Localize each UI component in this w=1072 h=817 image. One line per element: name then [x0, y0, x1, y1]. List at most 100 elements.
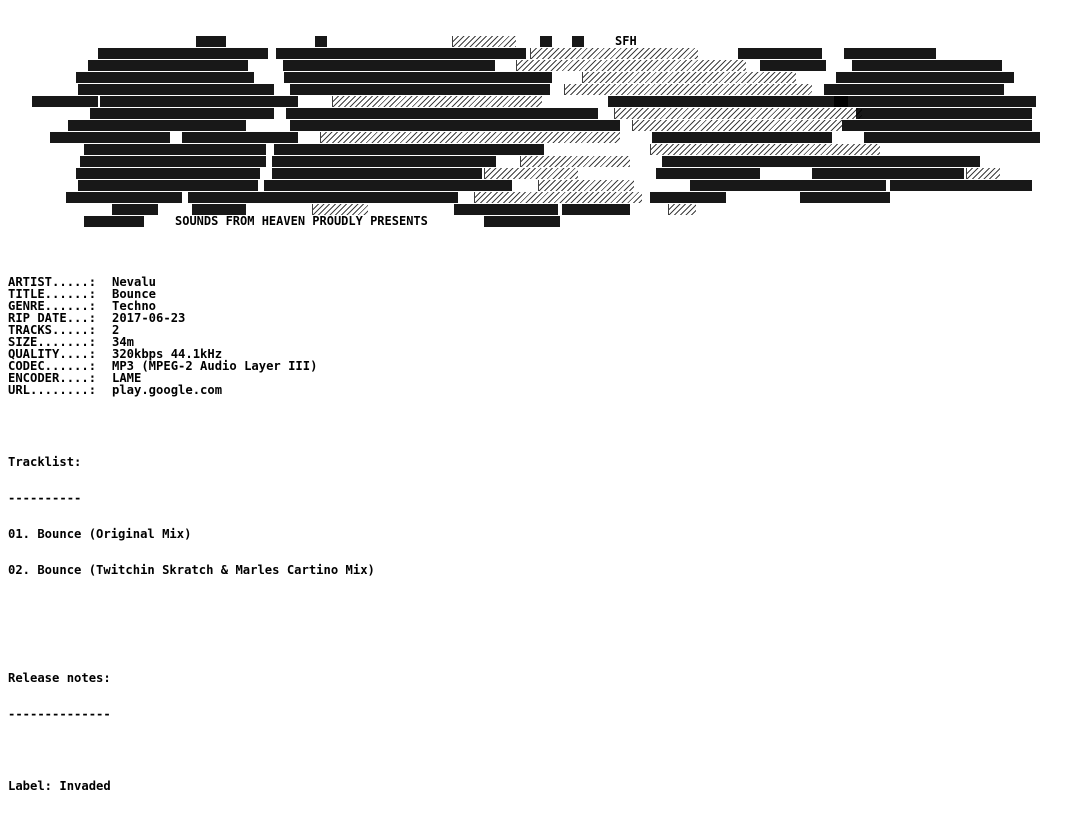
- field-row: URL........: play.google.com: [8, 384, 375, 396]
- ascii-art-glyph-run: [290, 84, 550, 95]
- release-notes-heading: Release notes:: [8, 671, 111, 685]
- ascii-art-glyph-run: [538, 180, 634, 191]
- ascii-art-glyph-run: [656, 168, 760, 179]
- tracklist-underline: ----------: [8, 491, 82, 505]
- field-key: SIZE.......:: [8, 335, 97, 349]
- ascii-art-glyph-run: [582, 72, 796, 83]
- field-key: ARTIST.....:: [8, 275, 97, 289]
- ascii-art-glyph-run: [32, 96, 98, 107]
- ascii-art-glyph-run: [283, 60, 495, 71]
- ascii-art-glyph-run: [632, 120, 842, 131]
- field-row: TRACKS.....:2: [8, 324, 375, 336]
- field-row: GENRE......: Techno: [8, 300, 375, 312]
- ascii-art-glyph-run: [90, 108, 274, 119]
- field-row: QUALITY....: 320kbps 44.1kHz: [8, 348, 375, 360]
- field-key: CODEC......:: [8, 359, 97, 373]
- ascii-art-glyph-run: [572, 36, 584, 47]
- field-value: LAME: [112, 371, 142, 385]
- ascii-art-glyph-run: [276, 48, 526, 59]
- ascii-art-glyph-run: [68, 120, 246, 131]
- field-row: SIZE.......: 34m: [8, 336, 375, 348]
- field-key: RIP DATE...:: [8, 311, 97, 325]
- release-notes-underline: --------------: [8, 707, 111, 721]
- field-key: GENRE......:: [8, 299, 97, 313]
- field-value: MP3 (MPEG-2 Audio Layer III): [112, 359, 318, 373]
- ascii-art-glyph-run: [484, 216, 560, 227]
- ascii-art-glyph-run: [530, 48, 698, 59]
- ascii-art-glyph-run: [196, 36, 226, 47]
- ascii-art-glyph-run: [484, 168, 578, 179]
- label-line: Label: Invaded: [8, 779, 111, 793]
- ascii-art-glyph-run: [192, 204, 246, 215]
- ascii-art-glyph-run: [608, 96, 848, 107]
- field-key: QUALITY....:: [8, 347, 97, 361]
- field-key: TITLE......:: [8, 287, 97, 301]
- field-value: Techno: [112, 299, 157, 313]
- field-row: CODEC......: MP3 (MPEG-2 Audio Layer III): [8, 360, 375, 372]
- ascii-art-glyph-run: [284, 72, 552, 83]
- field-value: 320kbps 44.1kHz: [112, 347, 223, 361]
- track-item: 01. Bounce (Original Mix): [8, 527, 192, 541]
- field-value: Bounce: [112, 287, 157, 301]
- ascii-art-glyph-run: [662, 156, 958, 167]
- ascii-art-glyph-run: [856, 108, 1032, 119]
- ascii-art-glyph-run: [836, 72, 1014, 83]
- ascii-art-glyph-run: [516, 60, 746, 71]
- ascii-art-glyph-run: [454, 204, 558, 215]
- blank-line: [8, 420, 375, 432]
- ascii-art-glyph-run: [834, 96, 1036, 107]
- tracklist-heading: Tracklist:: [8, 455, 82, 469]
- ascii-art-glyph-run: [50, 132, 170, 143]
- ascii-art-glyph-run: [650, 192, 726, 203]
- ascii-art-glyph-run: [614, 108, 862, 119]
- ascii-art-glyph-run: [76, 72, 254, 83]
- ascii-art-glyph-run: [272, 168, 482, 179]
- ascii-art-glyph-run: [286, 108, 598, 119]
- ascii-art-glyph-run: [98, 48, 268, 59]
- ascii-art-glyph-run: [852, 60, 1002, 71]
- field-row: TITLE......: Bounce: [8, 288, 375, 300]
- blank-line: [8, 600, 375, 612]
- ascii-art-glyph-run: [844, 48, 936, 59]
- ascii-art-glyph-run: [738, 48, 822, 59]
- ascii-art-glyph-run: [812, 168, 964, 179]
- ascii-art-glyph-run: [315, 36, 327, 47]
- ascii-art-glyph-run: [88, 60, 248, 71]
- ascii-art-glyph-run: [452, 36, 516, 47]
- ascii-art-glyph-run: [80, 156, 266, 167]
- ascii-art-glyph-run: [78, 84, 274, 95]
- ascii-art-glyph-run: [112, 204, 158, 215]
- field-row: ARTIST.....: Nevalu: [8, 276, 375, 288]
- ascii-art-glyph-run: [76, 168, 260, 179]
- ascii-art-glyph-run: [652, 132, 832, 143]
- ascii-art-glyph-run: [274, 144, 544, 155]
- ascii-art-glyph-run: [842, 120, 1032, 131]
- field-value: Nevalu: [112, 275, 157, 289]
- field-value: 2017-06-23: [112, 311, 186, 325]
- ascii-art-glyph-run: [958, 156, 980, 167]
- ascii-art-glyph-run: [66, 192, 182, 203]
- ascii-art-glyph-run: [264, 180, 512, 191]
- field-value: play.google.com: [112, 383, 223, 397]
- field-key: URL........:: [8, 383, 97, 397]
- field-value: 34m: [112, 335, 135, 349]
- ascii-art-glyph-run: [100, 96, 298, 107]
- ascii-art-glyph-run: [182, 132, 298, 143]
- ascii-art-glyph-run: [290, 120, 620, 131]
- ascii-art-glyph-run: [760, 60, 826, 71]
- field-value: 2: [112, 323, 120, 337]
- ascii-art-glyph-run: [690, 180, 886, 191]
- ascii-art-glyph-run: [332, 96, 542, 107]
- ascii-art-glyph-run: [474, 192, 642, 203]
- field-key: ENCODER....:: [8, 371, 97, 385]
- ascii-art-glyph-run: [540, 36, 552, 47]
- ascii-art-glyph-run: [188, 192, 458, 203]
- ascii-art-glyph-run: [320, 132, 620, 143]
- ascii-art-glyph-run: [84, 144, 266, 155]
- ascii-art-glyph-run: [312, 204, 368, 215]
- ascii-art-glyph-run: [78, 180, 258, 191]
- blank-line: [8, 744, 375, 756]
- ascii-art-glyph-run: [272, 156, 496, 167]
- ascii-art-glyph-run: [800, 192, 890, 203]
